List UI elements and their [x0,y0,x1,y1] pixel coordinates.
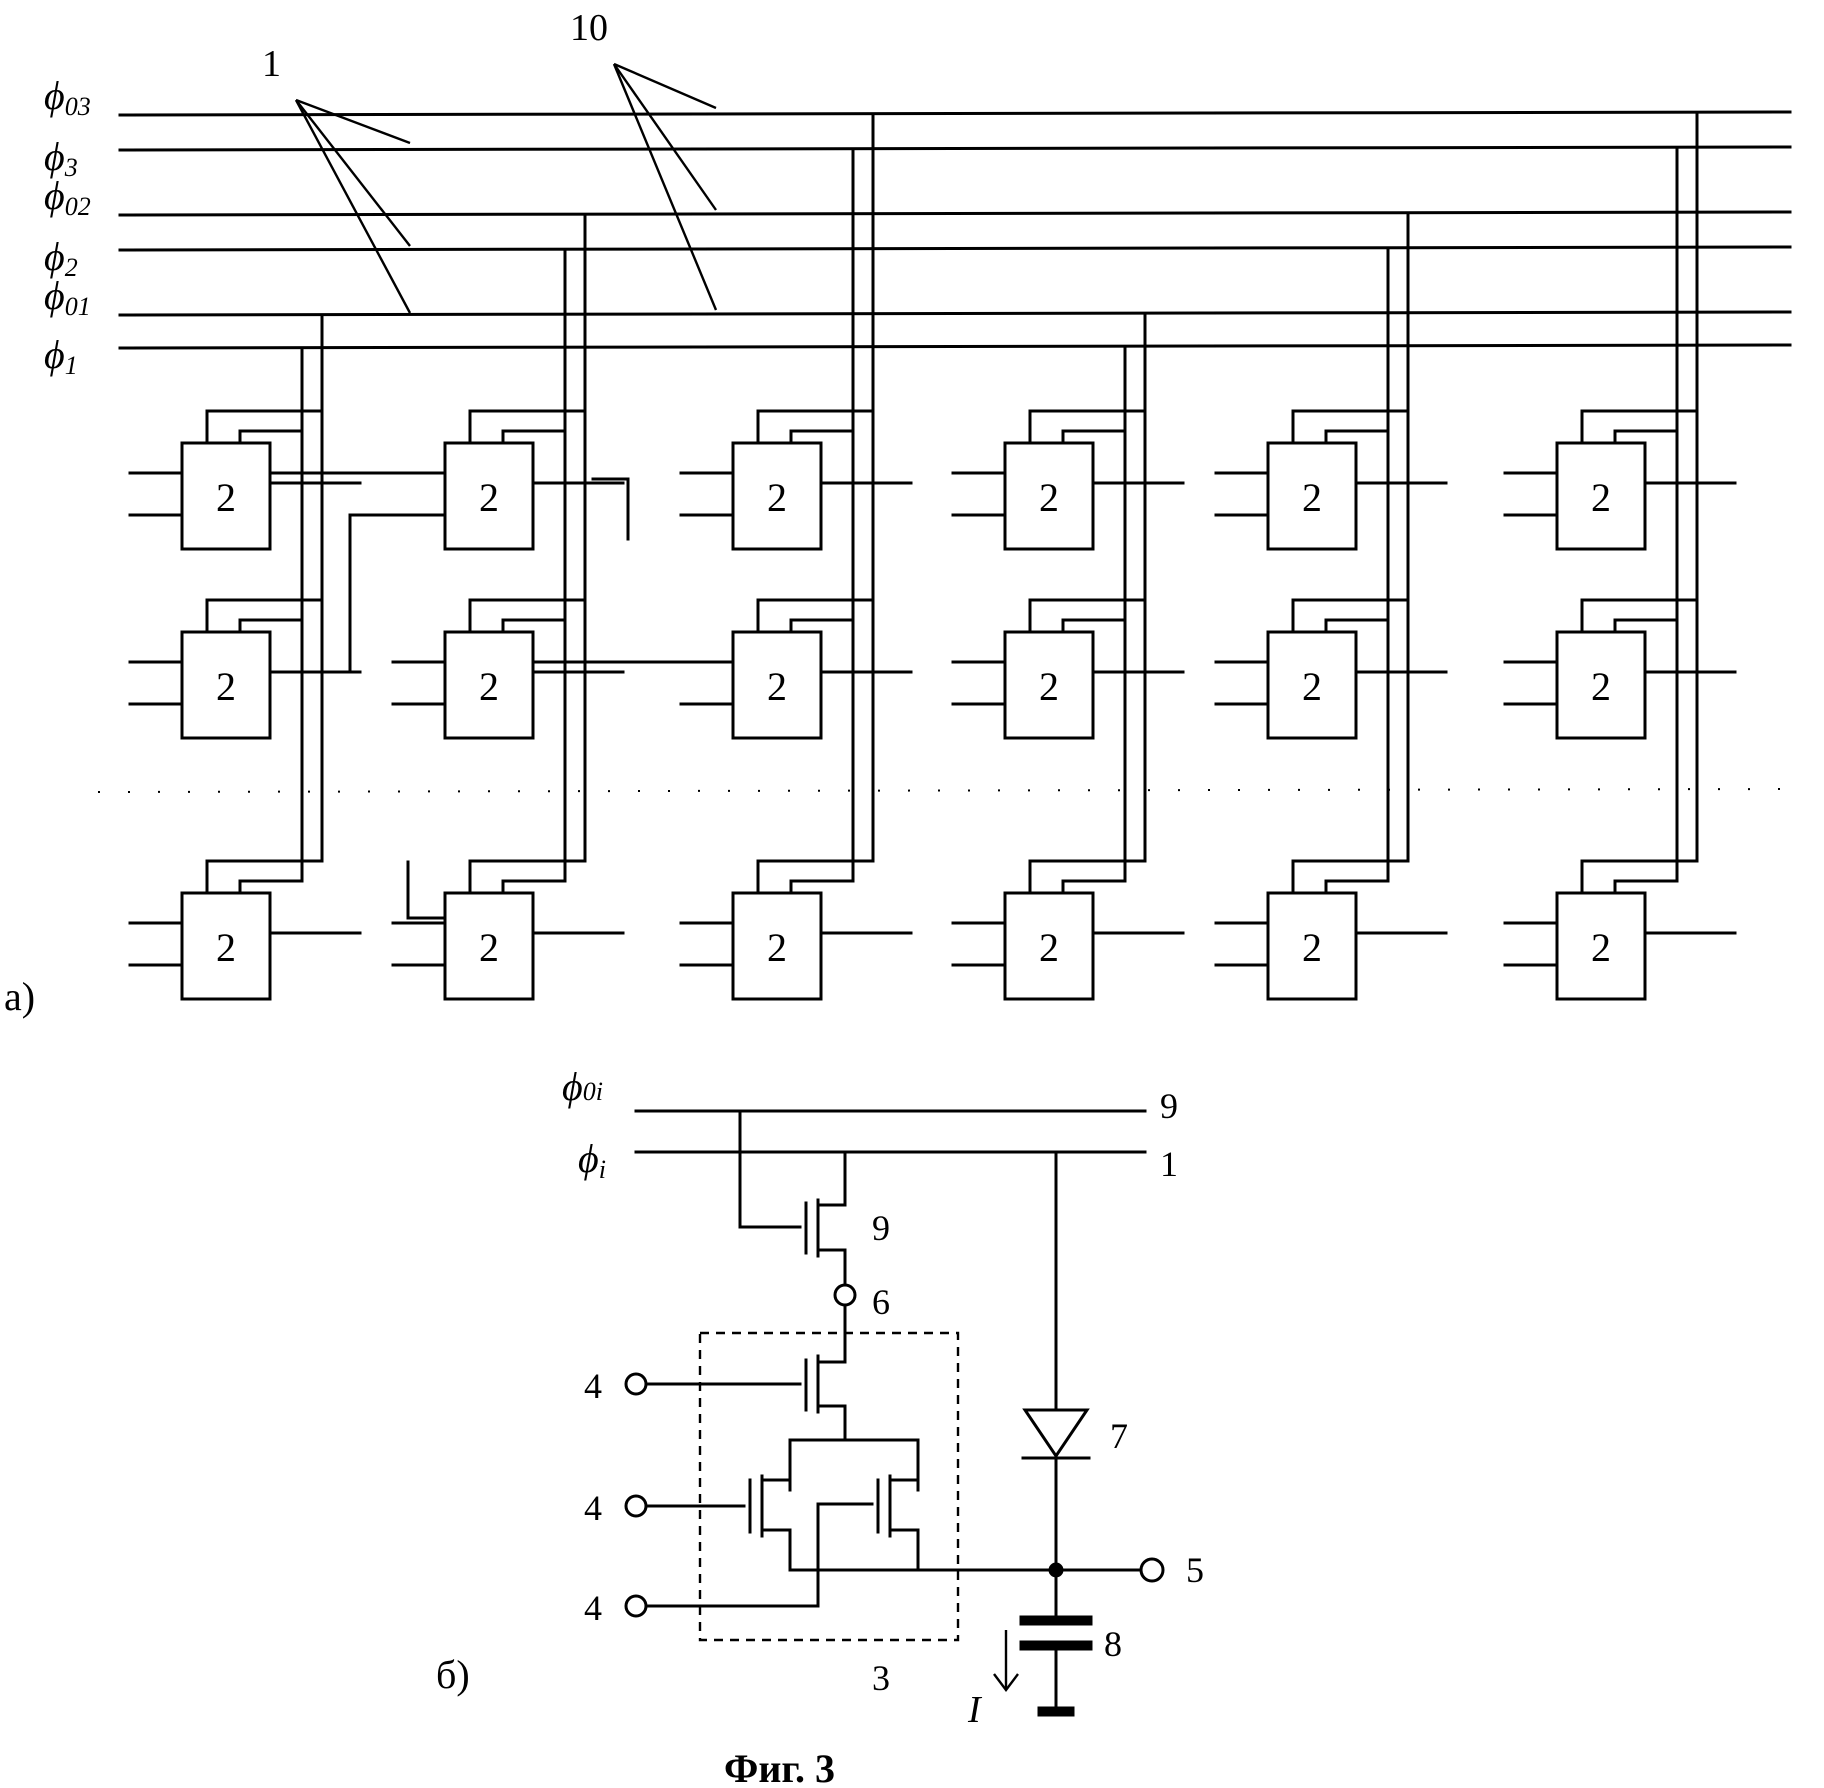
logic-block-c4-r2: 2 [953,600,1183,738]
input-4-label-1: 4 [584,1366,602,1406]
logic-block-c2-r1: 2 [393,411,623,549]
block-label: 2 [1039,664,1059,709]
input-4-label-2: 4 [584,1488,602,1528]
logic-block-c2-r2: 2 [393,600,623,738]
block-label: 2 [767,925,787,970]
logic-block-c4-r3: 2 [953,861,1183,999]
logic-block-c6-r3: 2 [1505,861,1735,999]
block-label: 2 [479,475,499,520]
input-4-label-3: 4 [584,1588,602,1628]
logic-block-c3-r2: 2 [681,600,911,738]
diode-7-label: 7 [1110,1416,1128,1456]
node-6-terminal [835,1285,855,1305]
bus-line-phi-01 [120,312,1790,315]
callout-leaders [296,64,716,313]
block-label: 2 [216,664,236,709]
bus-1-number: 1 [1160,1144,1178,1184]
capacitor-8-label: 8 [1104,1624,1122,1664]
logic-block-c5-r3: 2 [1216,861,1446,999]
bus-phi-i-label: ϕi [578,1136,606,1184]
bus-line-phi-2 [120,247,1790,250]
phase-bus-lines [120,112,1790,348]
callout-label-10: 10 [570,7,608,49]
logic-block-c2-r3: 2 [393,861,623,999]
bus-phi-0i-label: ϕ0i [562,1064,603,1109]
block-label: 2 [1302,664,1322,709]
logic-block-c1-r2: 2 [130,600,360,738]
phase-bus-labels: ϕ03ϕ3ϕ02ϕ2ϕ01ϕ1 [44,73,91,380]
transistor-9-label: 9 [872,1208,890,1248]
output-5-label: 5 [1186,1550,1204,1590]
logic-block-c3-r1: 2 [681,411,911,549]
logic-block-c5-r2: 2 [1216,600,1446,738]
logic-block-c6-r2: 2 [1505,600,1735,738]
block-label: 2 [767,475,787,520]
bus-9-number: 9 [1160,1086,1178,1126]
logic-block-c3-r3: 2 [681,861,911,999]
bus-line-phi-3 [120,147,1790,150]
block-label: 2 [216,475,236,520]
logic-block-c1-r1: 2 [130,411,360,549]
input-4-terminal-1 [626,1374,646,1394]
block-label: 2 [1591,475,1611,520]
bus-line-phi-1 [120,345,1790,348]
logic-block-c6-r1: 2 [1505,411,1735,549]
capacitor-8-plate-top [1020,1616,1092,1625]
output-5-terminal [1141,1559,1163,1581]
block-label: 2 [479,664,499,709]
callout-label-1: 1 [262,43,281,85]
bus-label-phi-03: ϕ03 [44,73,91,121]
cross-link-5 [408,862,445,918]
part-b-label: б) [436,1652,470,1697]
logic-block-c5-r1: 2 [1216,411,1446,549]
input-4-terminal-3 [626,1596,646,1616]
diode-7 [1025,1410,1087,1456]
node-6-label: 6 [872,1282,890,1322]
logic-block-c1-r3: 2 [130,861,360,999]
bus-line-phi-03 [120,112,1790,115]
block-label: 2 [1591,925,1611,970]
cross-link-3 [593,479,628,539]
input-4-terminal-2 [626,1496,646,1516]
block-label: 2 [1591,664,1611,709]
current-label: I [967,1689,983,1731]
block-label: 2 [1302,925,1322,970]
part-a-label: а) [4,974,35,1019]
logic-block-c4-r1: 2 [953,411,1183,549]
bus-line-phi-02 [120,212,1790,215]
block-label: 2 [216,925,236,970]
block-label: 2 [767,664,787,709]
detail-circuit [626,1111,1163,1716]
block-label: 2 [1039,475,1059,520]
row-continuation-dots [98,789,1790,792]
figure-caption: Фиг. 3 [724,1746,835,1788]
block-label: 2 [479,925,499,970]
ground-symbol [1038,1707,1074,1716]
block-label: 2 [1302,475,1322,520]
block-label: 2 [1039,925,1059,970]
cross-link-1 [310,515,445,672]
group-3-label: 3 [872,1658,890,1698]
bus-label-phi-1: ϕ1 [44,332,78,380]
